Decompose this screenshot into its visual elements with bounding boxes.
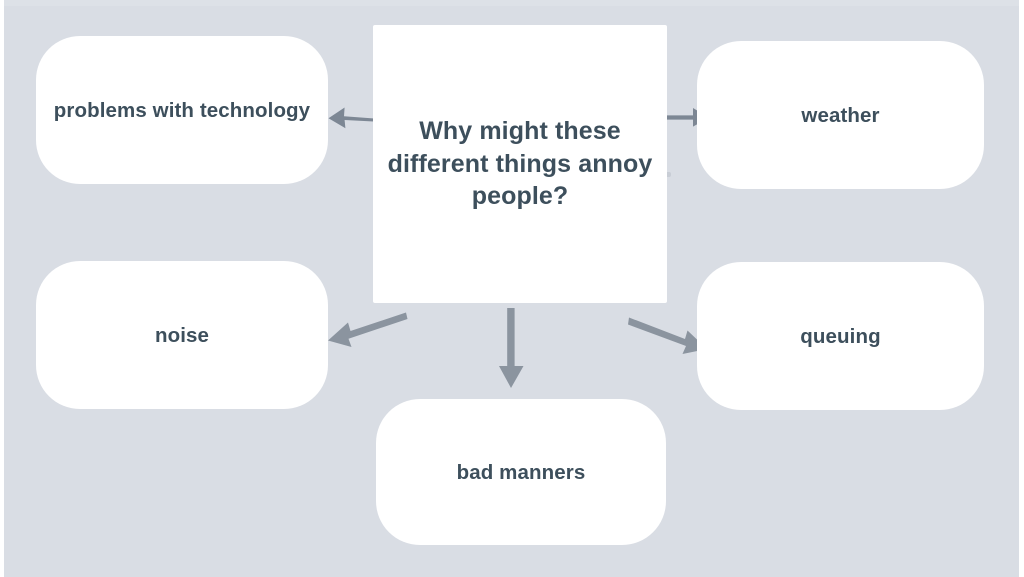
node-weather[interactable]: weather (697, 41, 984, 189)
node-label-weather: weather (801, 103, 880, 127)
center-node-question[interactable]: Why might these different things annoy p… (373, 25, 667, 303)
node-problems-with-technology[interactable]: problems with technology (36, 36, 328, 184)
node-label-noise: noise (154, 323, 210, 347)
node-bad-manners[interactable]: bad manners (376, 399, 666, 545)
node-label-bad-manners: bad manners (456, 460, 586, 484)
node-noise[interactable]: noise (36, 261, 328, 409)
center-node-label: Why might these different things annoy p… (387, 117, 653, 211)
slide-background-top-strip (4, 0, 1019, 6)
node-queuing[interactable]: queuing (697, 262, 984, 410)
node-label-queuing: queuing (800, 324, 881, 348)
node-label-technology: problems with technology (53, 98, 311, 122)
